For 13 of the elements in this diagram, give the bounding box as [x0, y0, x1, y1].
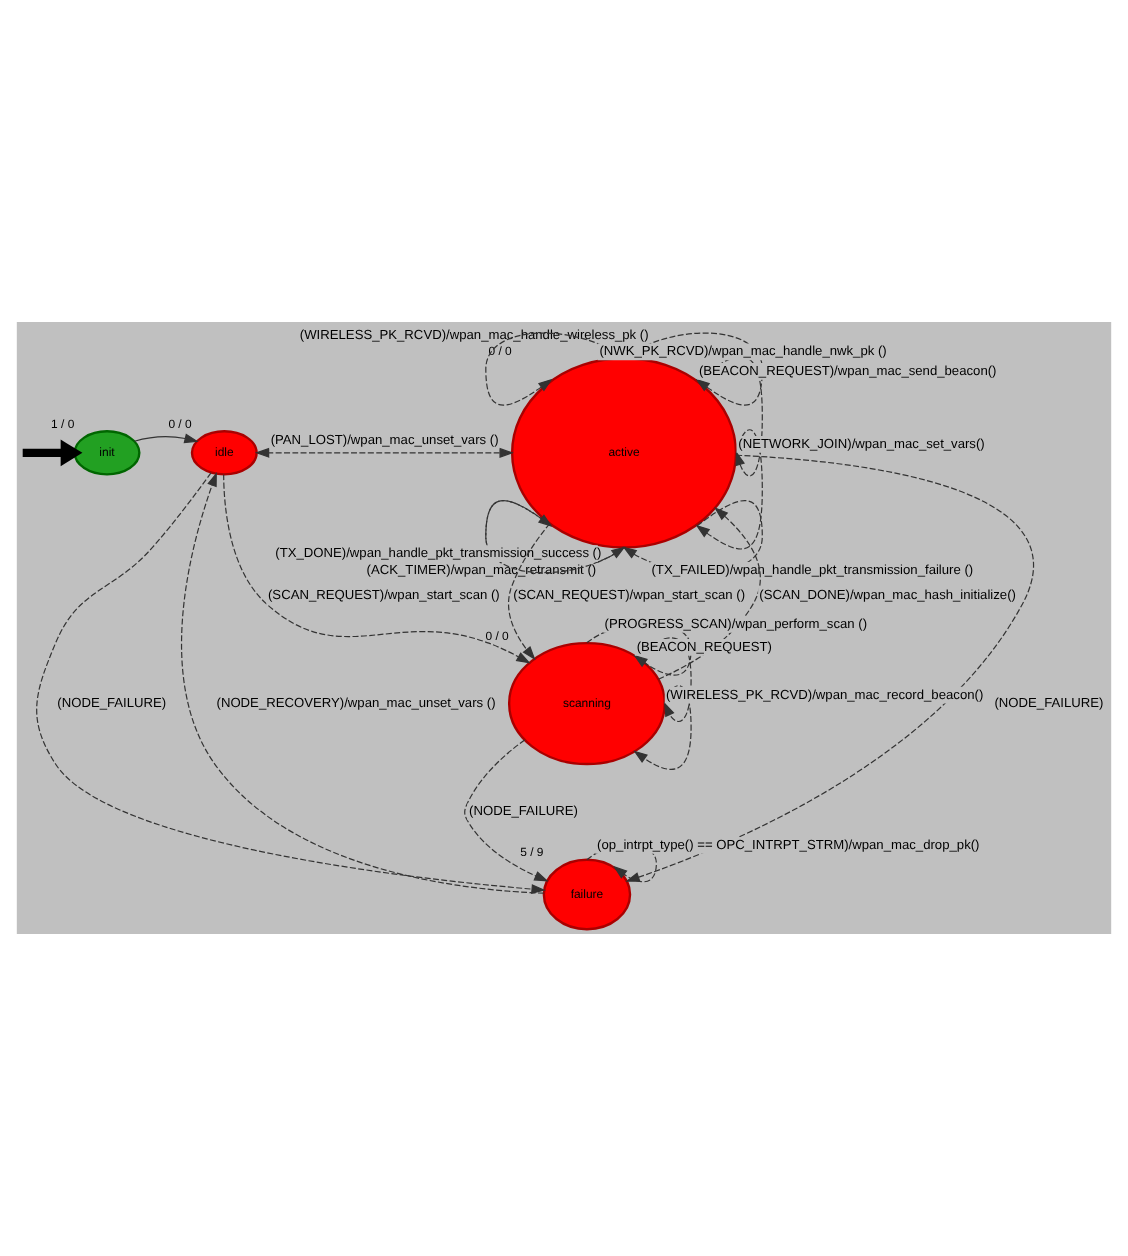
- arrow: [22, 439, 83, 467]
- arrow: [696, 356, 763, 477]
- arrow: [695, 429, 763, 550]
- arrow: [223, 473, 531, 664]
- arrow: [464, 739, 549, 882]
- arrow: [633, 685, 692, 770]
- arrow: [133, 433, 199, 444]
- arrow: [180, 472, 545, 894]
- arrow: [634, 637, 692, 723]
- arrow: [625, 454, 1034, 882]
- arrow: [657, 507, 761, 680]
- arrow: [254, 447, 514, 458]
- arrow: [36, 472, 546, 895]
